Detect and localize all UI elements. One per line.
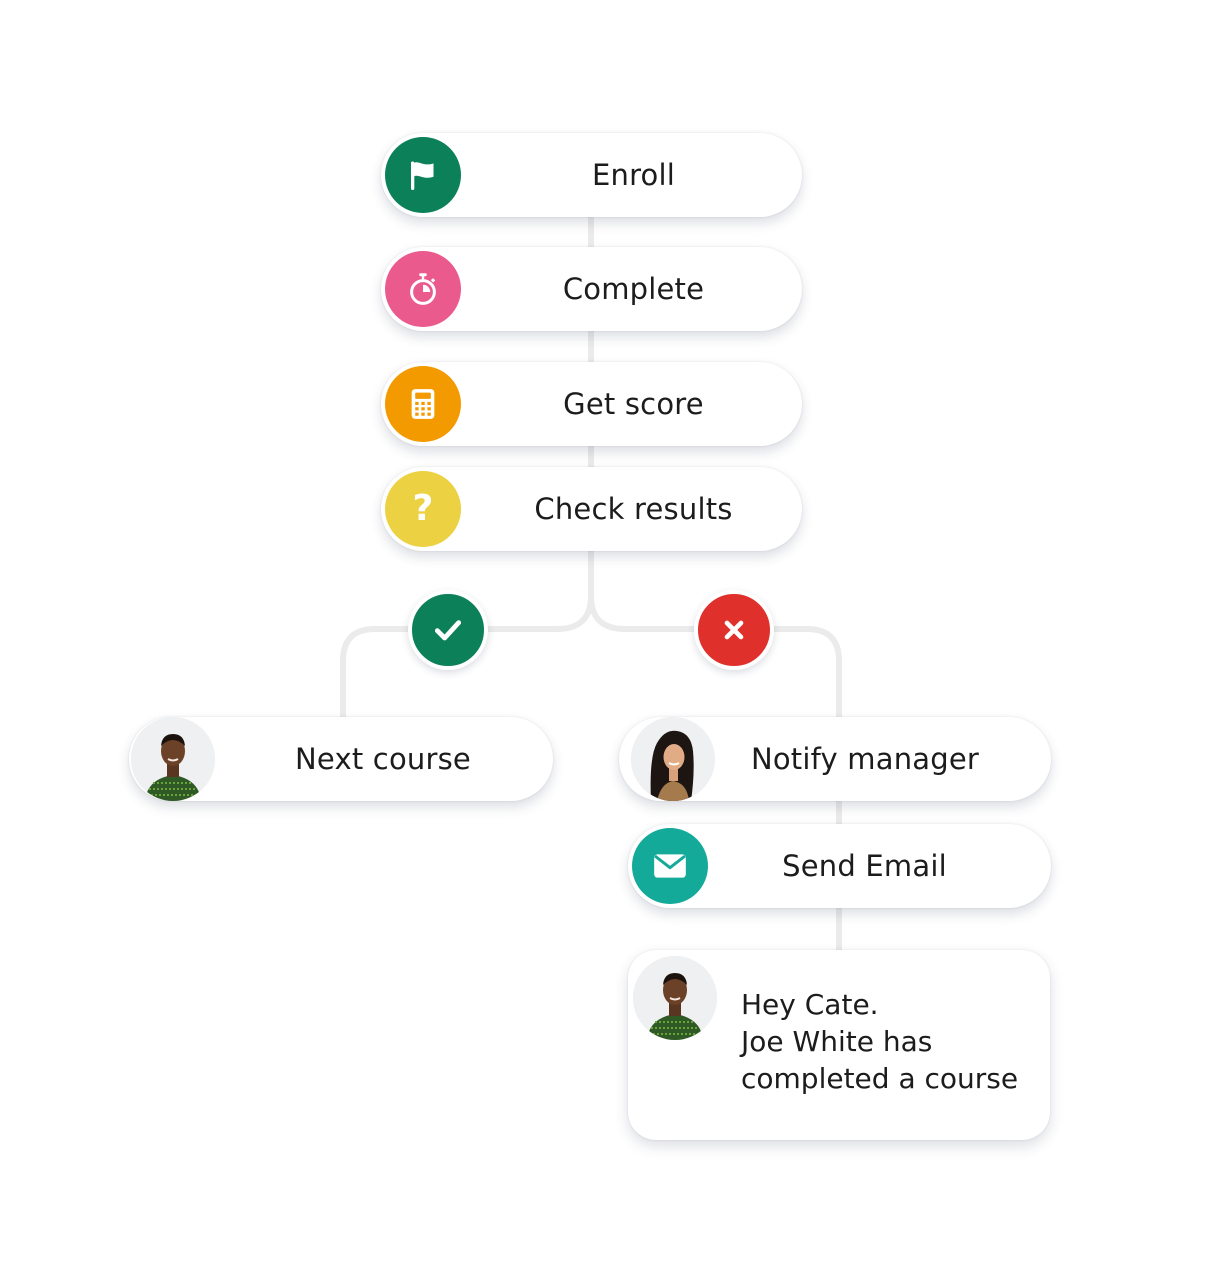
manager-avatar xyxy=(631,717,715,801)
message-line: Hey Cate. xyxy=(741,988,879,1021)
action-label: Notify manager xyxy=(750,742,980,776)
learner-avatar xyxy=(131,717,215,801)
stopwatch-icon xyxy=(385,251,461,327)
flag-icon xyxy=(385,137,461,213)
cross-icon xyxy=(724,620,744,640)
action-label: Next course xyxy=(295,742,471,776)
pass-badge xyxy=(408,590,488,670)
question-mark-icon: ? xyxy=(385,471,461,547)
learner-avatar xyxy=(633,956,717,1040)
email-message-text: Hey Cate. Joe White has completed a cour… xyxy=(741,986,1018,1097)
step-label: Enroll xyxy=(591,158,676,192)
action-label: Send Email xyxy=(782,849,947,883)
checkmark-icon xyxy=(434,620,462,641)
step-label: Complete xyxy=(562,272,705,306)
connector-pass-branch xyxy=(340,595,594,720)
message-line: Joe White has xyxy=(741,1025,933,1058)
step-get-score[interactable]: Get score xyxy=(381,362,802,446)
action-next-course[interactable]: Next course xyxy=(129,717,553,801)
action-notify-manager[interactable]: Notify manager xyxy=(619,717,1051,801)
envelope-icon xyxy=(632,828,708,904)
action-send-email[interactable]: Send Email xyxy=(628,824,1051,908)
calculator-icon xyxy=(385,366,461,442)
step-label: Check results xyxy=(534,492,733,526)
step-complete[interactable]: Complete xyxy=(381,247,802,331)
email-message-card: Hey Cate. Joe White has completed a cour… xyxy=(628,950,1050,1140)
fail-badge xyxy=(694,590,774,670)
step-enroll[interactable]: Enroll xyxy=(381,133,802,217)
connector-fail-branch xyxy=(588,595,842,720)
message-line: completed a course xyxy=(741,1062,1019,1095)
step-label: Get score xyxy=(563,387,704,421)
step-check-results[interactable]: ? Check results xyxy=(381,467,802,551)
